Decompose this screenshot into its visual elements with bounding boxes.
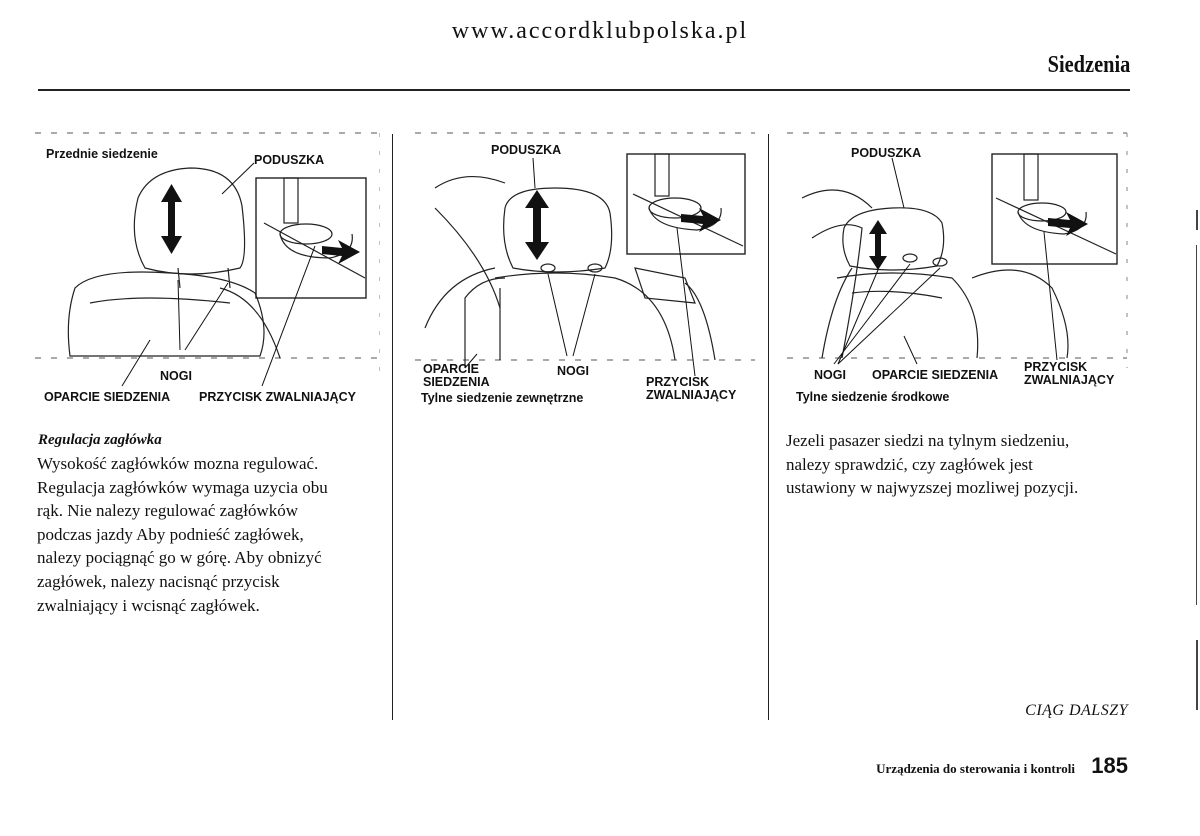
section-heading: Regulacja zagłówka (38, 432, 162, 449)
rear-center-caption: Tylne siedzenie środkowe (796, 390, 949, 404)
text-line: rąk. Nie nalezy regulować zagłówków (37, 499, 328, 523)
front-label-release: PRZYCISK ZWALNIAJĄCY (199, 390, 356, 404)
text-line: zwalniający i wcisnąć zagłówek. (37, 594, 328, 618)
rear-outer-label-release-1: PRZYCISK (646, 375, 709, 389)
rear-center-label-backrest: OPARCIE SIEDZENIA (872, 368, 998, 382)
rear-outer-label-cushion: PODUSZKA (491, 143, 561, 157)
right-paragraph: Jezeli pasazer siedzi na tylnym siedzeni… (786, 429, 1078, 500)
chapter-title: Urządzenia do sterowania i kontroli (876, 761, 1075, 777)
column-divider-left (392, 134, 393, 720)
rear-outer-label-backrest-1: OPARCIE (423, 362, 479, 376)
rear-outer-label-backrest-2: SIEDZENIA (423, 375, 490, 389)
text-line: Wysokość zagłówków mozna regulować. (37, 452, 328, 476)
rear-outer-label-legs: NOGI (557, 364, 589, 378)
text-line: Regulacja zagłówków wymaga uzycia obu (37, 476, 328, 500)
text-line: ustawiony w najwyzszej mozliwej pozycji. (786, 476, 1078, 500)
site-url: www.accordklubpolska.pl (0, 18, 1200, 45)
text-line: zagłówek, nalezy nacisnąć przycisk (37, 570, 328, 594)
rear-center-label-cushion: PODUSZKA (851, 146, 921, 160)
header-rule (38, 89, 1130, 91)
page-number: 185 (1091, 753, 1128, 779)
continued-note: CIĄG DALSZY (1025, 702, 1128, 720)
text-line: nalezy pociągnąć go w górę. Aby obnizyć (37, 546, 328, 570)
left-paragraph: Wysokość zagłówków mozna regulować. Regu… (37, 452, 328, 617)
rear-center-label-release-2: ZWALNIAJĄCY (1024, 373, 1114, 387)
front-label-backrest: OPARCIE SIEDZENIA (44, 390, 170, 404)
page-edge-mark (1196, 210, 1198, 230)
front-headrest-illustration (30, 128, 380, 408)
rear-outer-label-release-2: ZWALNIAJĄCY (646, 388, 736, 402)
text-line: podczas jazdy Aby podnieść zagłówek, (37, 523, 328, 547)
section-title: Siedzenia (1047, 52, 1130, 79)
page-edge-mark (1196, 640, 1198, 710)
rear-center-label-release-1: PRZYCISK (1024, 360, 1087, 374)
rear-center-label-legs: NOGI (814, 368, 846, 382)
column-divider-right (768, 134, 769, 720)
text-line: nalezy sprawdzić, czy zagłówek jest (786, 453, 1078, 477)
page-edge-mark (1196, 245, 1197, 605)
rear-outer-caption: Tylne siedzenie zewnętrzne (421, 391, 583, 405)
front-label-legs: NOGI (160, 369, 192, 383)
front-label-cushion: PODUSZKA (254, 153, 324, 167)
front-caption: Przednie siedzenie (46, 147, 158, 161)
text-line: Jezeli pasazer siedzi na tylnym siedzeni… (786, 429, 1078, 453)
